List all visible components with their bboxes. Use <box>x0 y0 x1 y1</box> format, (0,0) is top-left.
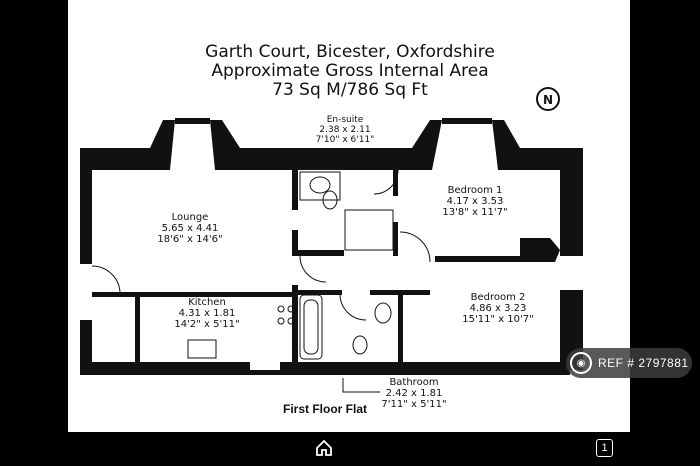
compass-icon: N <box>536 87 560 111</box>
reference-number: REF # 2797881 <box>598 356 689 370</box>
svg-text:7'11" x 5'11": 7'11" x 5'11" <box>381 399 446 410</box>
room-label-bathroom: Bathroom 2.42 x 1.81 7'11" x 5'11" <box>381 377 446 410</box>
svg-text:Bathroom: Bathroom <box>389 377 438 388</box>
svg-text:Lounge: Lounge <box>172 212 209 223</box>
compass-letter: N <box>543 93 553 107</box>
room-label-lounge: Lounge 5.65 x 4.41 18'6" x 14'6" <box>157 212 222 245</box>
svg-text:Kitchen: Kitchen <box>188 297 226 308</box>
room-label-bedroom-2: Bedroom 2 4.86 x 3.23 15'11" x 10'7" <box>462 292 534 325</box>
room-label-bedroom-1: Bedroom 1 4.17 x 3.53 13'8" x 11'7" <box>442 185 507 218</box>
svg-text:13'8" x 11'7": 13'8" x 11'7" <box>442 207 507 218</box>
plan-title-area-label: Approximate Gross Internal Area <box>211 61 489 81</box>
interior-walls <box>92 168 560 370</box>
fixtures <box>91 169 431 360</box>
svg-text:5.65 x 4.41: 5.65 x 4.41 <box>162 223 219 234</box>
room-label-kitchen: Kitchen 4.31 x 1.81 14'2" x 5'11" <box>174 297 239 330</box>
bottom-nav-bar <box>0 432 700 466</box>
svg-text:En-suite: En-suite <box>327 115 364 125</box>
plan-title-area-value: 73 Sq M/786 Sq Ft <box>272 80 428 100</box>
home-icon[interactable] <box>314 438 334 458</box>
svg-text:4.31 x 1.81: 4.31 x 1.81 <box>179 308 236 319</box>
svg-text:7'10" x 6'11": 7'10" x 6'11" <box>316 135 375 145</box>
bathroom-pointer <box>342 378 380 393</box>
svg-text:Bedroom 1: Bedroom 1 <box>448 185 503 196</box>
reference-badge: ◉ REF # 2797881 <box>566 348 692 378</box>
svg-text:4.86 x 3.23: 4.86 x 3.23 <box>470 303 527 314</box>
svg-text:2.42 x 1.81: 2.42 x 1.81 <box>386 388 443 399</box>
svg-text:15'11" x 10'7": 15'11" x 10'7" <box>462 314 534 325</box>
svg-text:18'6" x 14'6": 18'6" x 14'6" <box>157 234 222 245</box>
floor-label: First Floor Flat <box>283 402 367 416</box>
page-count-button[interactable]: 1 <box>596 439 613 457</box>
camera-icon: ◉ <box>570 352 592 374</box>
svg-text:14'2" x 5'11": 14'2" x 5'11" <box>174 319 239 330</box>
floorplan-sheet <box>68 0 630 432</box>
room-label-ensuite: En-suite 2.38 x 2.11 7'10" x 6'11" <box>316 115 375 145</box>
svg-text:2.38 x 2.11: 2.38 x 2.11 <box>319 125 370 135</box>
svg-text:Bedroom 2: Bedroom 2 <box>471 292 526 303</box>
svg-text:4.17 x 3.53: 4.17 x 3.53 <box>447 196 504 207</box>
plan-title-address: Garth Court, Bicester, Oxfordshire <box>205 42 495 62</box>
outer-walls <box>80 118 583 375</box>
